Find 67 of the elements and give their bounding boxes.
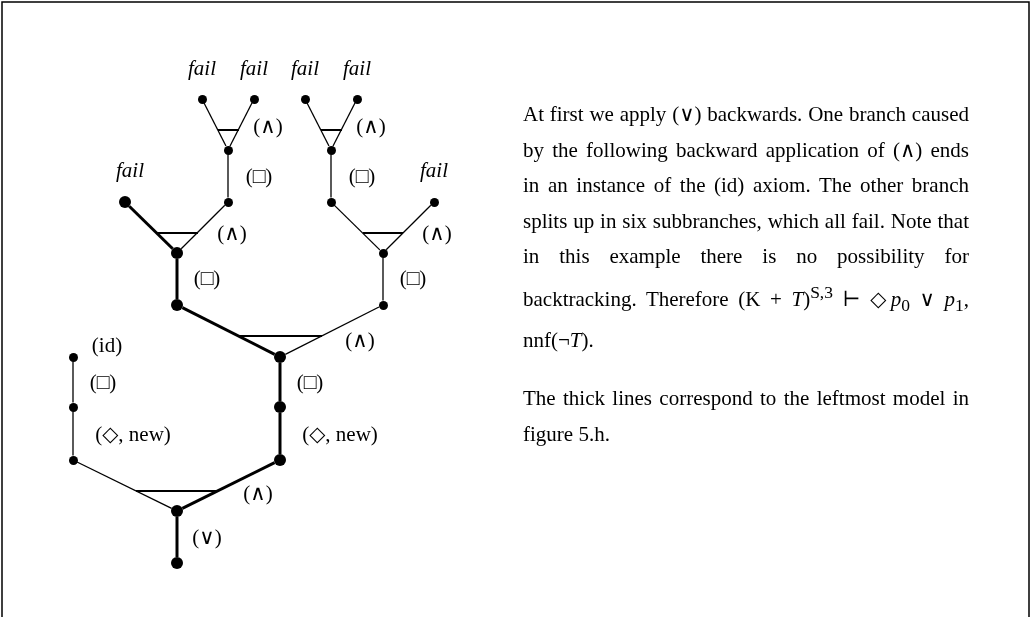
tree-branch-line xyxy=(203,102,227,147)
tree-branch-line xyxy=(330,153,332,199)
axiom-label: (id) xyxy=(91,334,123,356)
tree-node-dot xyxy=(429,197,439,207)
tree-branch-line xyxy=(229,102,253,147)
rule-label: (∧) xyxy=(356,115,386,137)
rule-label: (◇, new) xyxy=(95,423,171,445)
rule-label: (◇, new) xyxy=(302,423,378,445)
rule-label: (∧) xyxy=(422,222,452,244)
tree-branch-line xyxy=(72,410,74,457)
tree-branch-line xyxy=(181,306,276,356)
tree-node-dot xyxy=(171,557,183,569)
rule-label: (∧) xyxy=(217,222,247,244)
leaf-status-label: fail xyxy=(291,57,319,79)
explanation-paragraph: The thick lines correspond to the leftmost model in figure 5.h. xyxy=(523,385,969,448)
leaf-status-label: fail xyxy=(420,159,448,181)
leaf-status-label: fail xyxy=(240,57,268,79)
tree-node-dot xyxy=(223,197,233,207)
rule-label: (∨) xyxy=(192,526,222,548)
tree-branch-line xyxy=(284,306,380,355)
tree-branch-line xyxy=(385,204,432,251)
rule-label: (□) xyxy=(193,267,221,289)
tree-node-dot xyxy=(119,196,131,208)
tree-node-dot xyxy=(300,94,310,104)
tree-branch-line xyxy=(333,204,381,251)
tree-node-dot xyxy=(68,402,78,412)
tree-node-dot xyxy=(171,505,183,517)
tree-node-dot xyxy=(171,247,183,259)
tree-node-dot xyxy=(171,299,183,311)
tree-node-dot xyxy=(274,401,286,413)
tree-node-dot xyxy=(326,197,336,207)
tree-node-dot xyxy=(378,300,388,310)
leaf-status-label: fail xyxy=(343,57,371,79)
tree-node-dot xyxy=(274,351,286,363)
rule-label: (∧) xyxy=(243,482,273,504)
tree-node-dot xyxy=(68,352,78,362)
tree-node-dot xyxy=(249,94,259,104)
tree-node-dot xyxy=(223,145,233,155)
tree-branch-line xyxy=(332,102,356,147)
tree-node-dot xyxy=(68,455,78,465)
tree-branch-line xyxy=(382,256,384,302)
tree-node-dot xyxy=(326,145,336,155)
rule-label: (□) xyxy=(296,371,324,393)
tree-node-dot xyxy=(274,454,286,466)
tree-branch-line xyxy=(306,102,330,147)
tree-node-dot xyxy=(197,94,207,104)
tree-branch-line xyxy=(175,517,179,557)
leaf-status-label: fail xyxy=(116,159,144,181)
tree-branch-line xyxy=(175,259,179,299)
rule-label: (∧) xyxy=(345,329,375,351)
tree-branch-line xyxy=(128,205,174,250)
rule-label: (□) xyxy=(348,165,376,187)
tree-branch-line xyxy=(76,461,173,509)
tree-branch-line xyxy=(278,413,282,454)
leaf-status-label: fail xyxy=(188,57,216,79)
tree-node-dot xyxy=(378,248,388,258)
tree-node-dot xyxy=(352,94,362,104)
rule-label: (∧) xyxy=(253,115,283,137)
rule-label: (□) xyxy=(245,165,273,187)
tree-branch-line xyxy=(72,360,74,404)
tree-branch-line xyxy=(181,461,276,510)
tree-branch-line xyxy=(227,153,229,199)
tree-branch-line xyxy=(278,363,282,401)
tree-branch-line xyxy=(180,204,226,250)
rule-label: (□) xyxy=(399,267,427,289)
rule-label: (□) xyxy=(89,371,117,393)
explanation-paragraph: At first we apply (∨) backwards. One branch caused by the following backward application of (∧) ends in an instance of the (id) axiom. The other branch splits up in six subbranches, which all fail. Note that in this example there is no possibility for backtracking. Therefore (K + T)$^{S,3}$ ⊢ ◇p$_{0}$ ∨ p$_{1}$, nnf(¬T). xyxy=(523,101,969,355)
